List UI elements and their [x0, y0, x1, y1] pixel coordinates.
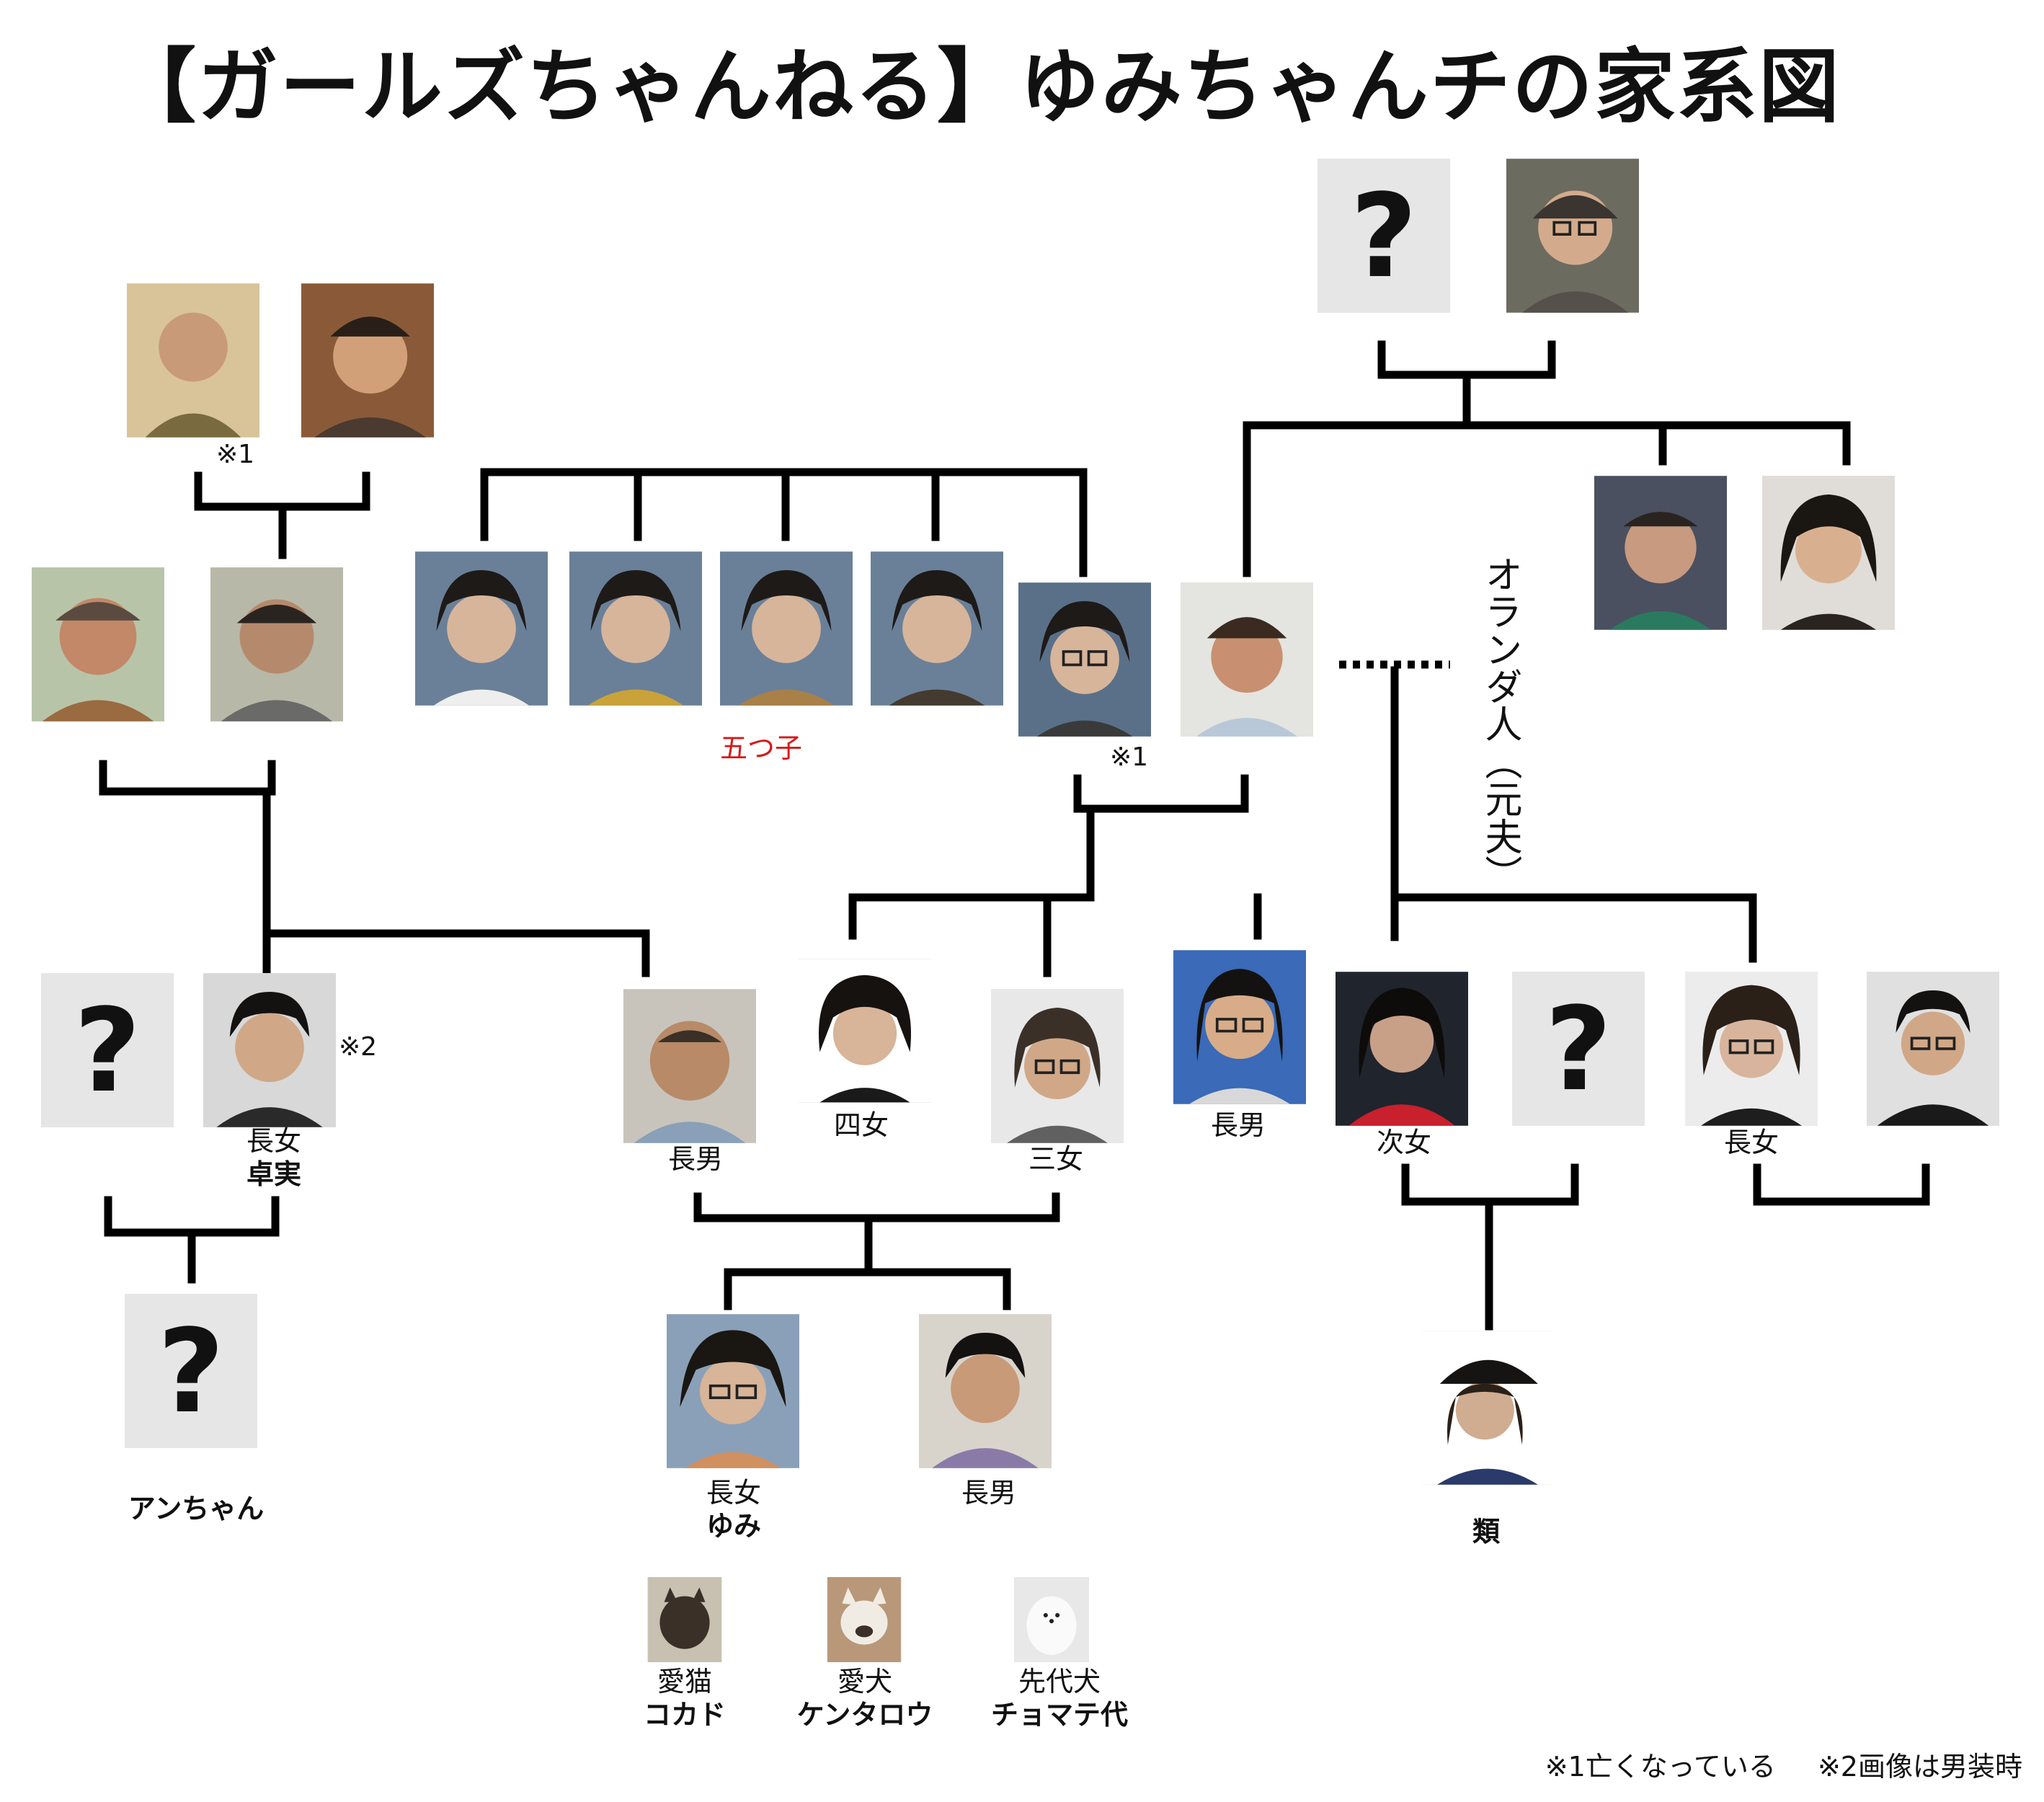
label-cat-kokado: 愛猫 コカド — [644, 1665, 726, 1731]
note-mark-1-quintuplet: ※1 — [1110, 742, 1149, 772]
label-dog-kentarou: 愛犬 ケンタロウ — [797, 1665, 933, 1731]
photo-grandma-left — [301, 283, 434, 438]
label-second-daughter: 次女 — [1376, 1127, 1432, 1158]
photo-great-aunt — [1762, 476, 1895, 630]
photo-eldest-son-3 — [919, 1314, 1052, 1468]
photo-eldest-son-2 — [1173, 950, 1306, 1104]
role-cat: 愛猫 — [657, 1666, 713, 1697]
label-quintuplets: 五つ子 — [719, 732, 803, 764]
photo-unknown-great-grandpa: ? — [1318, 159, 1450, 313]
label-eldest-son-2: 長男 — [1210, 1109, 1266, 1141]
photo-spouse-far-right — [1867, 972, 1999, 1126]
name-takumi: 卓実 — [246, 1158, 302, 1190]
footer-note-2: ※2画像は男装時 — [1817, 1751, 2022, 1783]
photo-grandpa-1 — [32, 567, 164, 722]
label-dutch-ex-husband: オランダ人（元夫） — [1478, 555, 1521, 892]
label-eldest-daughter-takumi: 長女 卓実 — [246, 1124, 301, 1191]
photo-grandpa-2 — [210, 567, 343, 722]
photo-grandpa-left — [127, 283, 259, 438]
photo-quintuplet-3 — [720, 551, 853, 706]
photo-third-daughter — [991, 989, 1124, 1143]
note-mark-2: ※2 — [339, 1032, 378, 1062]
photo-quintuplet-4 — [871, 551, 1003, 706]
photo-quintuplet-5 — [1018, 582, 1151, 737]
label-old-dog-chomateyo: 先代犬 チョマテ代 — [991, 1665, 1128, 1731]
photo-great-uncle — [1594, 476, 1727, 630]
label-fourth-daughter: 四女 — [833, 1109, 889, 1141]
photo-grandma-right — [1181, 582, 1313, 737]
photo-eldest-daughter-takumi — [203, 973, 336, 1127]
photo-unknown-child-an-chan: ? — [125, 1294, 257, 1448]
name-yumi: ゆみ — [706, 1510, 762, 1542]
photo-second-daughter — [1336, 972, 1468, 1126]
photo-old-dog-chomateyo — [1014, 1577, 1089, 1662]
photo-dog-kentarou — [827, 1577, 902, 1662]
label-eldest-daughter-right: 長女 — [1723, 1127, 1779, 1158]
photo-eldest-son-1 — [623, 989, 756, 1143]
photo-rui — [1421, 1331, 1554, 1485]
label-yumi: 長女 ゆみ — [706, 1476, 761, 1543]
name-kentarou: ケンタロウ — [796, 1699, 933, 1731]
role-dog: 愛犬 — [837, 1666, 892, 1697]
page-title: 【ガールズちゃんねる】ゆみちゃんチの家系図 — [115, 40, 1841, 134]
label-an-chan: アンちゃん — [128, 1492, 264, 1525]
photo-quintuplet-2 — [569, 551, 702, 706]
photo-great-grandma — [1506, 159, 1639, 313]
photo-yumi — [667, 1314, 799, 1468]
name-kokado: コカド — [643, 1699, 726, 1731]
note-mark-1: ※1 — [216, 440, 255, 469]
footer-notes: ※1亡くなっている ※2画像は男装時 — [1512, 1744, 2022, 1784]
label-third-daughter: 三女 — [1028, 1143, 1084, 1175]
name-an-chan: アンちゃん — [128, 1493, 265, 1524]
role-eldest-daughter: 長女 — [246, 1125, 302, 1157]
label-eldest-son-3: 長男 — [961, 1477, 1017, 1509]
photo-quintuplet-1 — [415, 551, 548, 706]
photo-cat-kokado — [647, 1577, 722, 1662]
label-rui: 類 — [1472, 1515, 1500, 1548]
role-old-dog: 先代犬 — [1018, 1666, 1101, 1697]
label-eldest-son-1: 長男 — [667, 1143, 724, 1175]
name-rui: 類 — [1472, 1516, 1501, 1548]
photo-unknown-spouse-right: ? — [1512, 972, 1645, 1126]
photo-unknown-spouse-left: ? — [41, 973, 174, 1127]
photo-eldest-daughter-right — [1685, 972, 1818, 1126]
role-yumi: 長女 — [706, 1477, 762, 1509]
name-chomateyo: チョマテ代 — [990, 1699, 1129, 1731]
footer-note-1: ※1亡くなっている — [1545, 1751, 1776, 1783]
photo-fourth-daughter — [799, 959, 931, 1103]
